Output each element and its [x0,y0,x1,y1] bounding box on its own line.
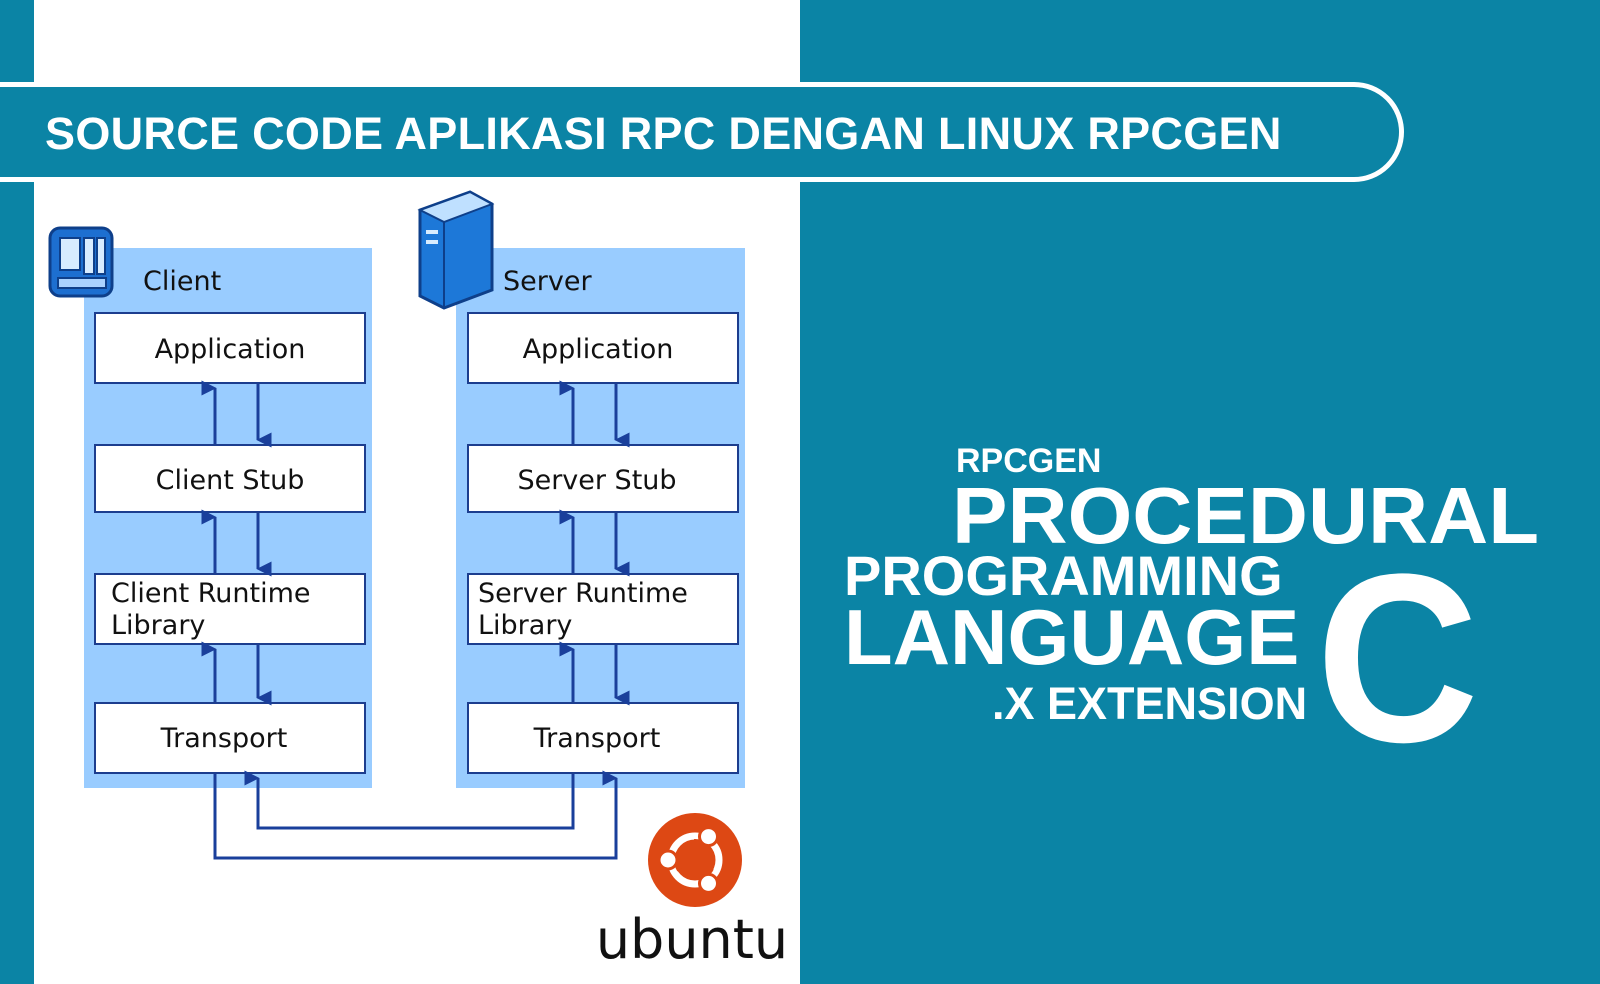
server-runtime-library-box [467,573,739,645]
banner-title: SOURCE CODE APLIKASI RPC DENGAN LINUX RP… [45,108,1282,159]
server-label: Server [503,266,592,297]
server-stub-label: Server Stub [517,465,676,496]
client-transport-label: Transport [160,723,288,754]
rpc-architecture-diagram: Client Server Application Client Stub Cl… [48,190,788,971]
client-label: Client [143,266,221,297]
word-rpcgen: RPCGEN [956,442,1102,480]
client-stub-box [94,444,366,513]
server-arrows [559,380,630,706]
client-runtime-label-line1: Client Runtime [111,578,311,609]
server-application-box [467,312,739,384]
word-language: LANGUAGE [844,593,1300,681]
title-banner [0,82,1404,182]
word-procedural: PROCEDURAL [952,471,1540,560]
server-stub-box [467,444,739,513]
word-x-extension: .X EXTENSION [992,678,1308,729]
server-runtime-label-line1: Server Runtime [478,578,688,609]
server-transport-label: Transport [533,723,661,754]
server-transport-box [467,702,739,774]
client-arrows [201,380,272,706]
ubuntu-wordmark: ubuntu [596,908,788,971]
client-stub-label: Client Stub [156,465,305,496]
client-application-box [94,312,366,384]
ubuntu-logo: ubuntu [596,813,788,971]
server-tower-icon [417,190,495,310]
word-programming: PROGRAMMING [844,544,1283,607]
client-runtime-library-box [94,573,366,645]
server-runtime-label-line2: Library [478,610,572,641]
server-application-label: Application [523,334,674,365]
client-application-label: Application [155,334,306,365]
client-computer-icon [48,226,114,298]
client-runtime-label-line2: Library [111,610,205,641]
client-transport-box [94,702,366,774]
word-c: C [1316,524,1479,792]
transport-connection-arrows [213,770,618,860]
